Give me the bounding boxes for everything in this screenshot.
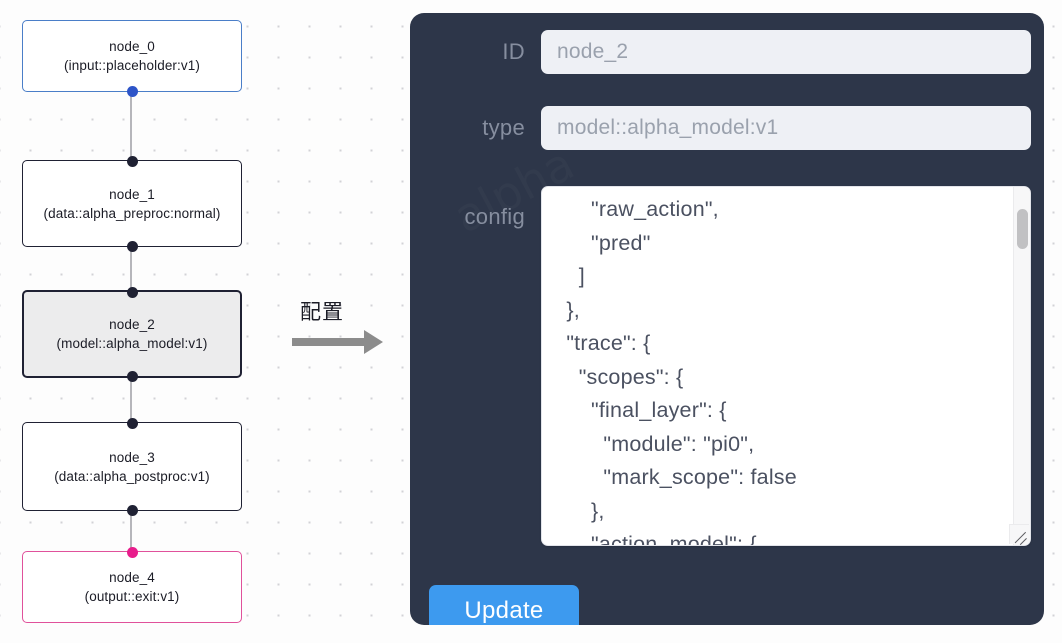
annotation-arrow-group: 配置 — [292, 296, 392, 366]
update-button[interactable]: Update — [429, 585, 579, 625]
field-row-id: ID node_2 — [426, 30, 1031, 74]
arrow-shaft-icon — [292, 338, 366, 346]
node-subtitle: (data::alpha_preproc:normal) — [43, 205, 221, 221]
field-row-config: config "raw_action", "pred" ] }, "trace"… — [426, 186, 1031, 546]
node-handle-bottom-icon[interactable] — [126, 85, 138, 97]
annotation-label: 配置 — [300, 300, 344, 324]
graph-node-node_1[interactable]: node_1 (data::alpha_preproc:normal) — [22, 155, 242, 252]
config-scrollbar-thumb[interactable] — [1017, 209, 1028, 249]
node-title: node_2 — [109, 317, 155, 332]
edge-node1-node2 — [129, 245, 133, 290]
node-subtitle: (model::alpha_model:v1) — [56, 336, 208, 351]
id-input[interactable]: node_2 — [541, 30, 1031, 74]
flow-graph: node_0 (input::placeholder:v1) node_1 (d… — [0, 0, 400, 643]
node-title: node_4 — [109, 570, 155, 585]
node-handle-top-icon[interactable] — [126, 286, 138, 298]
config-textarea-value[interactable]: "raw_action", "pred" ] }, "trace": { "sc… — [566, 197, 797, 546]
edge-node0-node1 — [129, 90, 133, 162]
config-field-label: config — [464, 204, 525, 229]
config-scrollbar[interactable] — [1013, 187, 1030, 545]
node-subtitle: (output::exit:v1) — [84, 589, 180, 604]
edge-node3-node4 — [129, 511, 133, 551]
graph-node-node_2[interactable]: node_2 (model::alpha_model:v1) — [22, 286, 242, 382]
node-handle-bottom-icon[interactable] — [126, 240, 138, 252]
node-handle-top-icon[interactable] — [126, 155, 138, 167]
resize-handle-icon[interactable] — [1009, 524, 1029, 544]
node-subtitle: (data::alpha_postproc:v1) — [54, 468, 210, 484]
graph-node-node_4[interactable]: node_4 (output::exit:v1) — [22, 546, 242, 623]
edge-node2-node3 — [129, 377, 133, 422]
arrow-head-icon — [364, 330, 383, 354]
node-handle-top-icon[interactable] — [126, 417, 138, 429]
node-handle-top-icon[interactable] — [126, 546, 138, 558]
node-title: node_0 — [109, 39, 155, 54]
type-field-label: type — [482, 115, 525, 140]
type-input[interactable]: model::alpha_model:v1 — [541, 106, 1031, 150]
node-title: node_3 — [109, 449, 155, 465]
id-field-label: ID — [502, 39, 525, 64]
node-handle-bottom-icon[interactable] — [126, 504, 138, 516]
node-title: node_1 — [109, 186, 155, 202]
node-handle-bottom-icon[interactable] — [126, 370, 138, 382]
graph-node-node_0[interactable]: node_0 (input::placeholder:v1) — [22, 20, 242, 97]
graph-node-node_3[interactable]: node_3 (data::alpha_postproc:v1) — [22, 417, 242, 516]
node-subtitle: (input::placeholder:v1) — [64, 58, 200, 73]
node-config-panel: alpha alpha ID node_2 type model::alpha_… — [410, 13, 1044, 625]
config-textarea[interactable]: "raw_action", "pred" ] }, "trace": { "sc… — [541, 186, 1031, 546]
field-row-type: type model::alpha_model:v1 — [426, 106, 1031, 150]
